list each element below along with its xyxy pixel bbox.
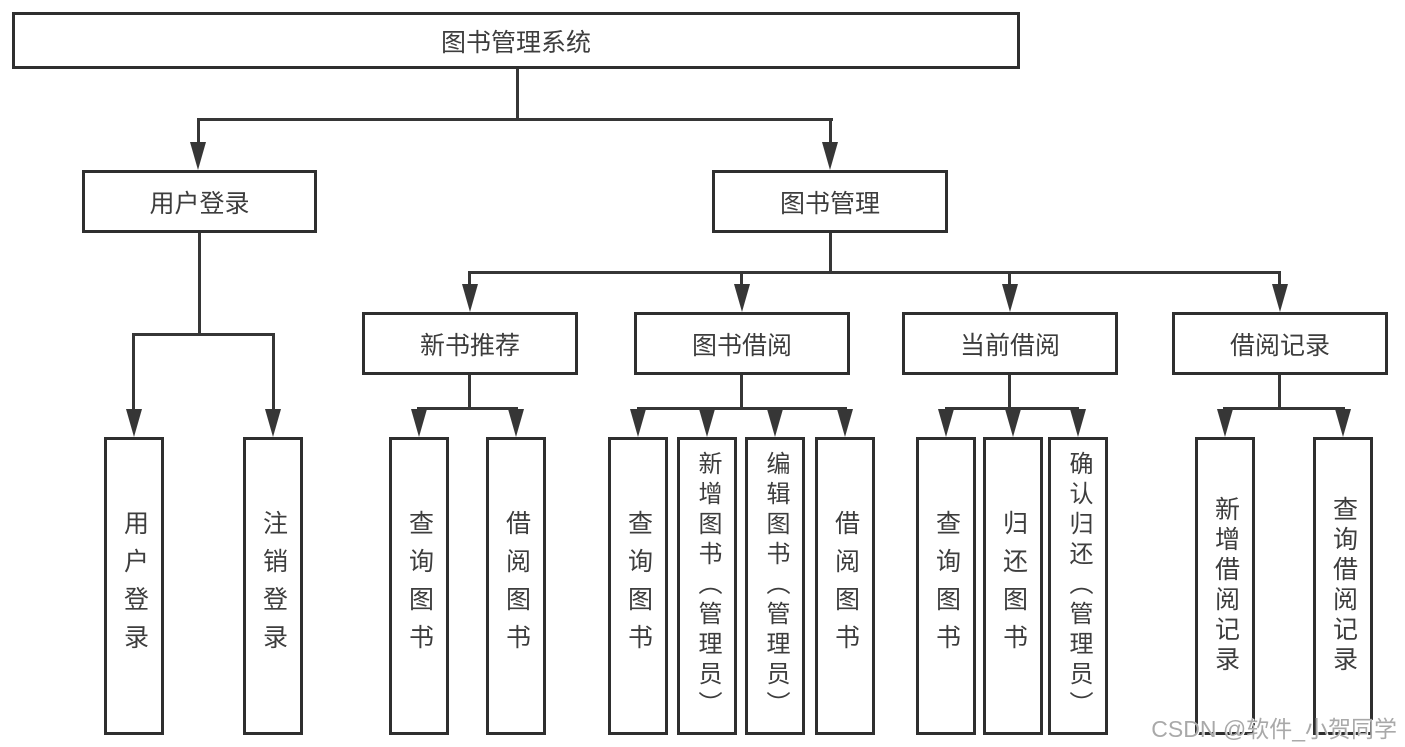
connector-current-stem — [1008, 375, 1011, 409]
connector-book-management-stem — [829, 233, 832, 273]
connector-leg-leaf-user-login — [132, 336, 135, 410]
leaf-query-books-recommend: 查询图书 — [389, 437, 449, 735]
connector-leg-book-management — [829, 121, 832, 143]
arrow-current-borrow — [1002, 284, 1018, 312]
leaf-query-books-current: 查询图书 — [916, 437, 976, 735]
connector-current-branch — [945, 407, 1079, 410]
leaf-edit-books-admin: 编辑图书（管理员） — [745, 437, 805, 735]
arrow-confirm-return-admin — [1070, 409, 1086, 437]
connector-records-branch — [1223, 407, 1345, 410]
node-borrow-records: 借阅记录 — [1172, 312, 1388, 375]
leaf-query-books-borrow: 查询图书 — [608, 437, 668, 735]
leaf-return-books: 归还图书 — [983, 437, 1043, 735]
arrow-return-books — [1005, 409, 1021, 437]
arrow-book-management — [822, 142, 838, 170]
arrow-user-login — [190, 142, 206, 170]
leaf-logout-login: 注销登录 — [243, 437, 303, 735]
watermark-text: CSDN @软件_小贺同学 — [1151, 716, 1397, 742]
arrow-borrow-books-recommend — [508, 409, 524, 437]
leaf-user-login: 用户登录 — [104, 437, 164, 735]
connector-records-stem — [1278, 375, 1281, 409]
connector-level2-branch — [197, 118, 833, 121]
arrow-query-books-borrow — [630, 409, 646, 437]
connector-leg-new-book-recommend — [468, 274, 471, 286]
connector-borrow-branch — [637, 407, 847, 410]
connector-leg-borrow-records — [1278, 274, 1281, 286]
connector-leg-current-borrow — [1008, 274, 1011, 286]
arrow-query-books-recommend — [411, 409, 427, 437]
node-root-system: 图书管理系统 — [12, 12, 1020, 69]
node-current-borrow: 当前借阅 — [902, 312, 1118, 375]
arrow-edit-books-admin — [767, 409, 783, 437]
node-book-management: 图书管理 — [712, 170, 948, 233]
arrow-add-books-admin — [699, 409, 715, 437]
leaf-add-borrow-record: 新增借阅记录 — [1195, 437, 1255, 735]
arrow-leaf-logout — [265, 409, 281, 437]
connector-leg-leaf-logout — [272, 336, 275, 410]
connector-borrow-stem — [740, 375, 743, 409]
node-new-book-recommend: 新书推荐 — [362, 312, 578, 375]
arrow-book-borrow — [734, 284, 750, 312]
connector-user-login-stem — [198, 233, 201, 335]
leaf-query-borrow-record: 查询借阅记录 — [1313, 437, 1373, 735]
connector-leg-user-login — [197, 121, 200, 143]
leaf-confirm-return-admin: 确认归还（管理员） — [1048, 437, 1108, 735]
connector-leg-book-borrow — [740, 274, 743, 286]
connector-level3-branch — [468, 271, 1281, 274]
leaf-borrow-books-recommend: 借阅图书 — [486, 437, 546, 735]
arrow-new-book-recommend — [462, 284, 478, 312]
connector-user-login-branch — [132, 333, 275, 336]
connector-recommend-branch — [417, 407, 518, 410]
connector-root-stem — [516, 69, 519, 119]
arrow-query-borrow-record — [1335, 409, 1351, 437]
arrow-borrow-records — [1272, 284, 1288, 312]
node-book-borrow: 图书借阅 — [634, 312, 850, 375]
leaf-borrow-books-borrow: 借阅图书 — [815, 437, 875, 735]
arrow-add-borrow-record — [1217, 409, 1233, 437]
arrow-leaf-user-login — [126, 409, 142, 437]
connector-recommend-stem — [468, 375, 471, 409]
leaf-add-books-admin: 新增图书（管理员） — [677, 437, 737, 735]
arrow-query-books-current — [938, 409, 954, 437]
node-user-login: 用户登录 — [82, 170, 317, 233]
arrow-borrow-books-borrow — [837, 409, 853, 437]
